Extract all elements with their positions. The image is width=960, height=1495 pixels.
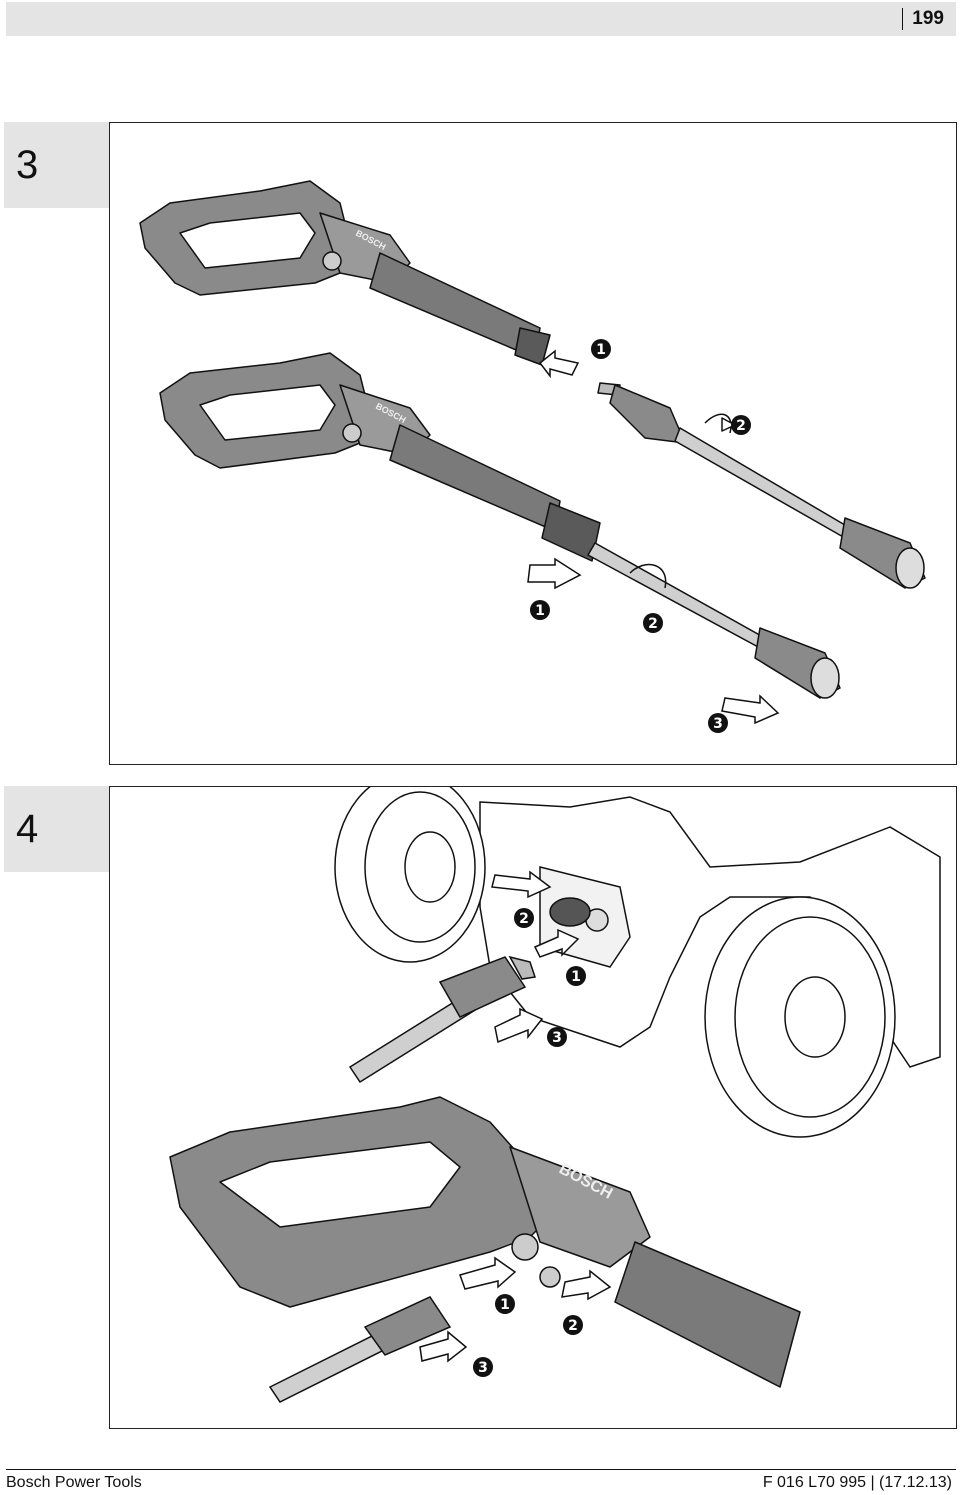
svg-text:3: 3 — [478, 1360, 488, 1376]
arrows-fig4 — [419, 870, 612, 1363]
arrows-fig3 — [527, 349, 780, 725]
svg-text:1: 1 — [596, 342, 606, 358]
callout-3-machine: 3 — [547, 1027, 567, 1047]
callout-1-upper: 1 — [591, 339, 611, 359]
lance-upper — [597, 382, 926, 589]
hose-lower — [268, 1296, 452, 1403]
svg-text:2: 2 — [648, 616, 658, 632]
svg-text:1: 1 — [500, 1297, 510, 1313]
spray-gun-lower: BOSCH — [159, 352, 841, 699]
svg-text:2: 2 — [568, 1318, 578, 1334]
wheel-right — [704, 896, 896, 1138]
header-bar: 199 — [6, 2, 956, 36]
callout-3-lower: 3 — [708, 713, 728, 733]
figure-3-label: 3 — [4, 122, 109, 208]
svg-text:2: 2 — [736, 418, 746, 434]
svg-text:3: 3 — [552, 1030, 562, 1046]
footer-doc-id: F 016 L70 995 | (17.12.13) — [762, 1474, 952, 1491]
hose-upper — [348, 955, 536, 1084]
callout-2-lower: 2 — [643, 613, 663, 633]
callout-2-upper: 2 — [731, 415, 751, 435]
callout-2-machine: 2 — [514, 908, 534, 928]
callout-1-machine: 1 — [566, 966, 586, 986]
svg-text:1: 1 — [571, 969, 581, 985]
figure-4-label: 4 — [4, 786, 109, 872]
svg-text:1: 1 — [535, 603, 545, 619]
callout-2-gun: 2 — [563, 1315, 583, 1335]
callouts-fig3: 1 2 1 2 3 — [530, 339, 751, 733]
callout-1-lower: 1 — [530, 600, 550, 620]
figure-3-illustration: BOSCH BOSCH — [109, 122, 957, 765]
spray-gun-upper: BOSCH — [139, 180, 551, 366]
callout-3-gun: 3 — [473, 1357, 493, 1377]
svg-text:3: 3 — [713, 716, 723, 732]
callout-1-gun: 1 — [495, 1294, 515, 1314]
svg-text:2: 2 — [519, 911, 529, 927]
spray-gun-detail: BOSCH — [169, 1096, 801, 1388]
page-number: 199 — [902, 8, 944, 30]
figure-4-illustration: BOSCH 2 1 3 1 2 3 — [109, 786, 957, 1429]
footer-rule — [6, 1469, 956, 1470]
footer-brand: Bosch Power Tools — [6, 1474, 142, 1491]
callouts-fig4: 2 1 3 1 2 3 — [473, 908, 586, 1377]
wheel-left — [334, 787, 486, 963]
